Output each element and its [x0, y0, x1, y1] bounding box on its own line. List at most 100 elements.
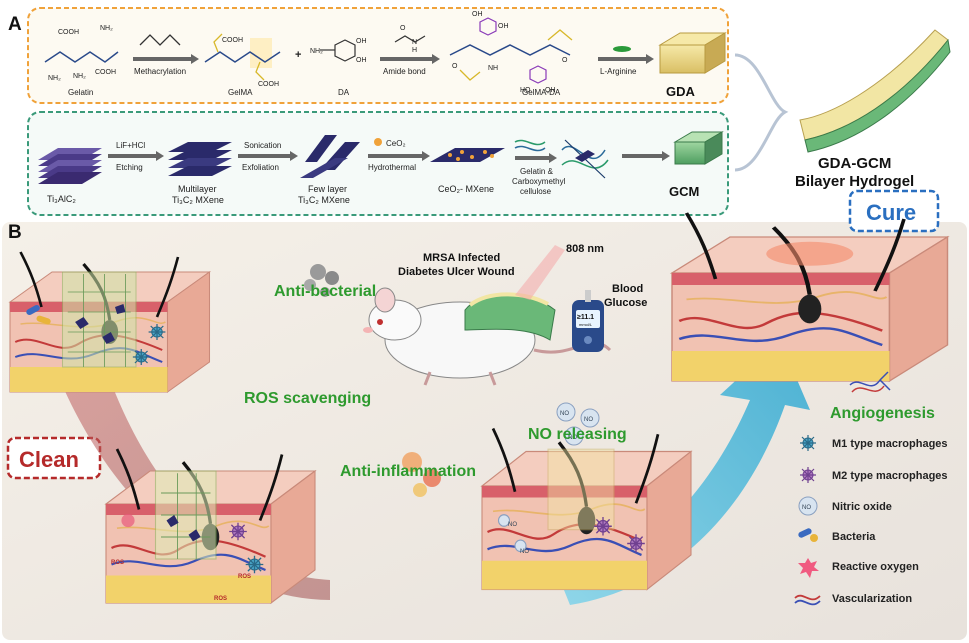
- svg-text:COOH: COOH: [258, 81, 279, 88]
- anti-bacterial-label: Anti-bacterial: [274, 283, 376, 300]
- ceo2-mxene-icon: [430, 148, 505, 162]
- mrsa-label-2: Diabetes Ulcer Wound: [398, 266, 515, 278]
- hydrothermal-label: Hydrothermal: [368, 163, 416, 172]
- exfoliation-label: Exfoliation: [242, 163, 279, 172]
- svg-text:ROS: ROS: [111, 560, 124, 566]
- bacteria-icon: [798, 528, 818, 542]
- svg-text:NH: NH: [488, 65, 498, 72]
- ti3alc2-label: Ti₃AlC₂: [47, 194, 76, 204]
- svg-text:OH: OH: [356, 57, 367, 64]
- svg-text:OH: OH: [498, 23, 509, 30]
- bilayer-hydrogel-icon: [799, 29, 951, 153]
- glucose-unit: mmol/L: [579, 322, 593, 327]
- gcm-label: GCM: [669, 184, 699, 199]
- svg-text:O: O: [562, 57, 568, 64]
- gelatin-cmc-label-1: Gelatin &: [520, 167, 554, 176]
- l-arginine-arrow: [598, 57, 646, 61]
- ros-scavenging-label: ROS scavenging: [244, 390, 371, 407]
- svg-text:NO: NO: [520, 549, 529, 555]
- svg-text:COOH: COOH: [58, 29, 79, 36]
- gda-hydrogel-block: [658, 32, 727, 74]
- gelma-structure: COOH COOH: [204, 33, 281, 88]
- cure-badge: [848, 189, 940, 233]
- svg-text:COOH: COOH: [95, 69, 116, 76]
- gcm-network-icon: [561, 139, 609, 179]
- gelma-da-label: GelMA-DA: [522, 88, 561, 97]
- vascularization-icon: [794, 594, 821, 606]
- legend-m2-label: M2 type macrophages: [832, 470, 948, 482]
- dopamine-structure: OH OH NH₂: [310, 38, 367, 64]
- legend: M1 type macrophages M2 type macrophages …: [794, 434, 948, 606]
- panel-a-label: A: [8, 14, 22, 35]
- product-label-2: Bilayer Hydrogel: [795, 173, 914, 190]
- svg-text:ROS: ROS: [238, 574, 251, 580]
- methacrylic-anhydride-structure: [139, 34, 181, 46]
- blood-glucose-label-2: Glucose: [604, 297, 647, 309]
- etching-arrow: [108, 154, 156, 158]
- skin-infected-wound: [8, 250, 212, 394]
- ti3alc2-stack-icon: [38, 148, 102, 184]
- nm-label: 808 nm: [566, 243, 604, 255]
- multilayer-label-2: Ti₃C₂ MXene: [172, 195, 224, 205]
- svg-text:OH: OH: [545, 87, 556, 94]
- inflammation-cells-icon: [402, 452, 441, 497]
- svg-text:H: H: [412, 47, 417, 54]
- ceo2-particle-icon: [374, 138, 382, 146]
- sonication-label: Sonication: [244, 141, 281, 150]
- l-arginine-label: L-Arginine: [600, 67, 637, 76]
- few-layer-mxene-icon: [300, 135, 360, 178]
- clean-label: Clean: [19, 447, 79, 472]
- exfoliation-arrow: [238, 154, 290, 158]
- svg-text:ROS: ROS: [214, 596, 227, 602]
- gelatin-cmc-arrow: [515, 156, 549, 160]
- amide-bond-arrow: [380, 57, 432, 61]
- gcm-hydrogel-block: [673, 131, 724, 165]
- legend-m1-label: M1 type macrophages: [832, 438, 948, 450]
- gelma-da-structure: OH OH OH HO O NH O: [449, 11, 573, 94]
- mouse-illustration: [363, 245, 612, 386]
- blood-glucose-label-1: Blood: [612, 283, 643, 295]
- gda-label: GDA: [666, 84, 696, 99]
- skin-cleaning-stage: [104, 447, 317, 605]
- gelatin-cmc-label-3: cellulose: [520, 187, 552, 196]
- l-arginine-icon: [613, 46, 631, 52]
- svg-text:COOH: COOH: [222, 37, 243, 44]
- plus-sign-icon: +: [295, 49, 301, 61]
- skin-healed: [672, 213, 948, 381]
- vascular-network-icon: [849, 371, 891, 393]
- red-flow-arrow: [60, 380, 330, 600]
- glucose-reading: ≥11.1: [577, 314, 594, 321]
- svg-text:NH₂: NH₂: [48, 75, 61, 82]
- nitric-oxide-bubbles: [556, 402, 600, 446]
- amide-bond-structure: O H N: [394, 25, 426, 54]
- multilayer-label-1: Multilayer: [178, 184, 217, 194]
- gelma-label: GelMA: [228, 88, 253, 97]
- lif-hcl-label: LiF+HCl: [116, 141, 145, 150]
- multilayer-mxene-icon: [168, 142, 232, 176]
- glucometer-icon: [572, 290, 604, 352]
- svg-text:O: O: [452, 63, 458, 70]
- svg-text:NO: NO: [508, 522, 517, 528]
- svg-text:NO: NO: [802, 505, 811, 511]
- svg-text:NO: NO: [568, 435, 577, 441]
- ceo2-label: CeO₂: [386, 139, 406, 148]
- gcm-arrow: [622, 154, 662, 158]
- legend-no-label: Nitric oxide: [832, 501, 892, 513]
- mrsa-label-1: MRSA Infected: [423, 252, 500, 264]
- m1-macrophage-icon: [799, 434, 817, 452]
- svg-text:O: O: [400, 25, 406, 32]
- gelatin-structure: COOH NH₂ NH₂ COOH NH₂: [44, 25, 119, 82]
- m2-macrophage-icon: [799, 466, 817, 484]
- nitric-oxide-icon: NO: [798, 496, 818, 516]
- svg-text:NH₂: NH₂: [73, 73, 86, 80]
- methacrylation-label: Methacrylation: [134, 67, 186, 76]
- legend-ros-label: Reactive oxygen: [832, 561, 919, 573]
- svg-text:NO: NO: [584, 417, 593, 423]
- amide-bond-label: Amide bond: [383, 67, 426, 76]
- few-layer-label-1: Few layer: [308, 184, 347, 194]
- no-releasing-label: NO releasing: [528, 426, 627, 443]
- methacrylation-arrow: [133, 57, 191, 61]
- svg-text:OH: OH: [356, 38, 367, 45]
- skin-no-release-stage: [480, 426, 693, 592]
